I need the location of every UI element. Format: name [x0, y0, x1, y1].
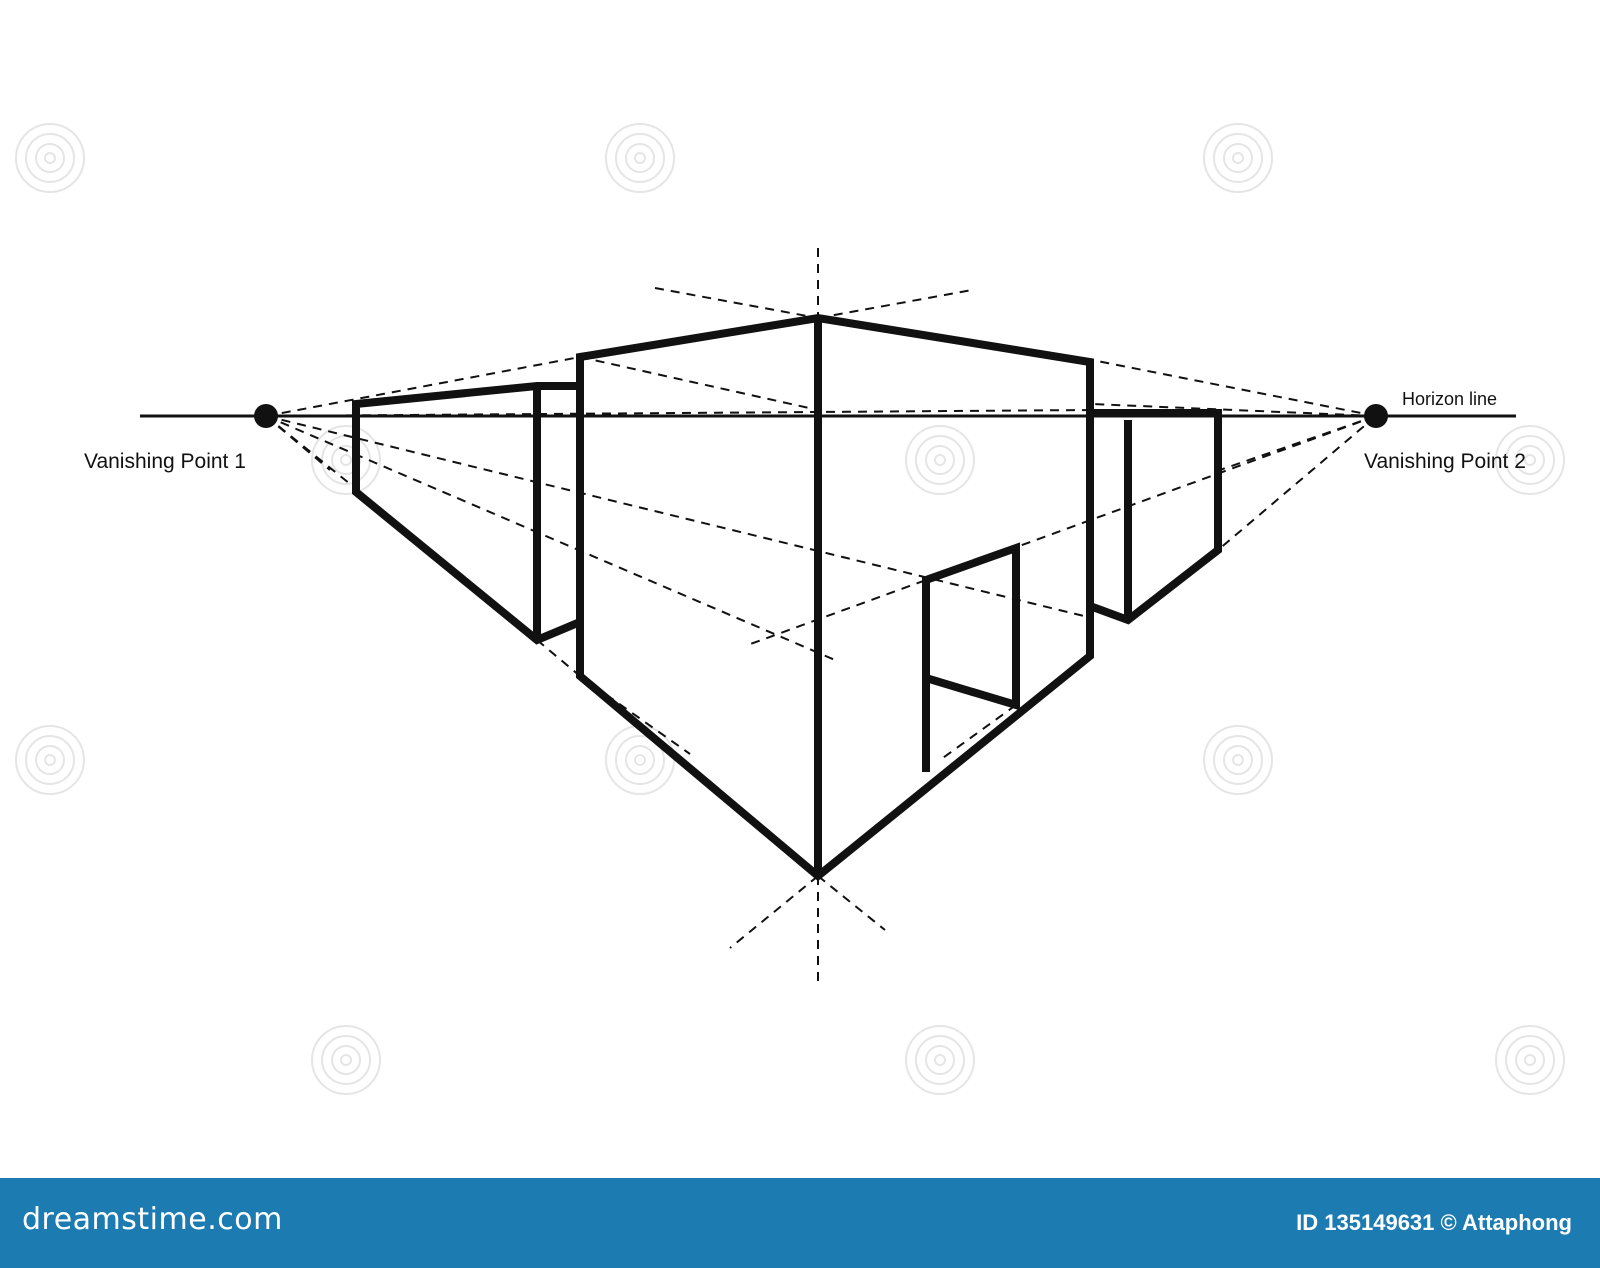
horizon-line-label: Horizon line: [1402, 389, 1497, 409]
right-building: [1086, 409, 1222, 625]
vanishing-point-1-label: Vanishing Point 1: [84, 450, 246, 473]
footer-credit: ID 135149631 © Attaphong: [1296, 1210, 1572, 1235]
vanishing-point-2-marker: [1364, 404, 1388, 428]
footer-logo[interactable]: dreamstime.com: [22, 1202, 283, 1237]
watermark-pattern: [15, 123, 1565, 1095]
footer-bar: dreamstime.com ID 135149631 © Attaphong: [0, 1178, 1600, 1268]
buildings: [352, 313, 1222, 882]
left-building: [352, 382, 584, 645]
vanishing-point-2-label: Vanishing Point 2: [1364, 450, 1526, 473]
vanishing-point-1-marker: [254, 404, 278, 428]
door: [922, 542, 1020, 711]
